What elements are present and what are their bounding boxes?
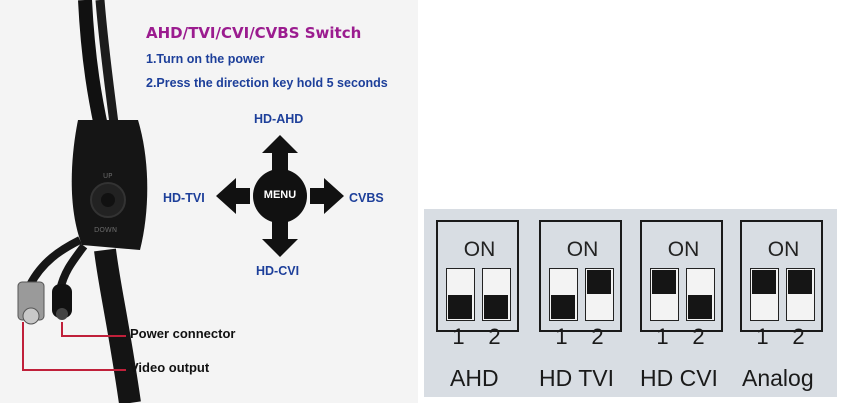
switch-title: AHD/TVI/CVI/CVBS Switch	[146, 24, 361, 42]
switch-number-2: 2	[684, 324, 713, 350]
mode-label: AHD	[450, 365, 499, 392]
dip-switch-frame: ON	[436, 220, 519, 332]
arrow-left-icon	[216, 178, 250, 214]
arrow-right-icon	[310, 178, 344, 214]
dip-switch-frame: ON	[539, 220, 622, 332]
video-output-label: Video output	[130, 360, 209, 375]
power-connector-label: Power connector	[130, 326, 235, 341]
switch-knob	[652, 270, 676, 294]
direction-down-label: HD-CVI	[256, 264, 299, 278]
dip-switch-frame: ON	[740, 220, 823, 332]
on-label: ON	[541, 238, 624, 262]
dip-group-hd-cvi: ON 1 2 HD CVI	[640, 220, 727, 362]
dip-group-analog: ON 1 2 Analog	[740, 220, 827, 362]
dip-switch-2	[482, 268, 511, 321]
dip-group-hd-tvi: ON 1 2 HD TVI	[539, 220, 626, 362]
switch-number-1: 1	[748, 324, 777, 350]
dip-switch-1	[549, 268, 578, 321]
dip-switch-1	[750, 268, 779, 321]
switch-knob	[587, 270, 611, 294]
arrow-down-icon	[262, 221, 298, 257]
dip-switch-frame: ON	[640, 220, 723, 332]
switch-knob	[688, 295, 712, 319]
switch-number-1: 1	[648, 324, 677, 350]
direction-up-label: HD-AHD	[254, 112, 303, 126]
dip-switch-1	[650, 268, 679, 321]
dip-switch-1	[446, 268, 475, 321]
on-label: ON	[438, 238, 521, 262]
switch-knob	[484, 295, 508, 319]
dip-group-ahd: ON 1 2 AHD	[436, 220, 523, 362]
on-label: ON	[742, 238, 825, 262]
switch-number-2: 2	[583, 324, 612, 350]
mode-label: Analog	[742, 365, 814, 392]
direction-left-label: HD-TVI	[163, 191, 205, 205]
dip-switch-photo: ON 1 2 AHD ON 1 2 HD TVI ON 1 2 HD CVI O…	[424, 209, 837, 397]
direction-right-label: CVBS	[349, 191, 384, 205]
step-2-text: 2.Press the direction key hold 5 seconds	[146, 76, 388, 90]
switch-knob	[551, 295, 575, 319]
switch-knob	[752, 270, 776, 294]
mode-label: HD TVI	[539, 365, 614, 392]
switch-knob	[448, 295, 472, 319]
switch-number-1: 1	[547, 324, 576, 350]
switch-knob	[788, 270, 812, 294]
svg-text:UP: UP	[103, 172, 112, 180]
switch-number-1: 1	[444, 324, 473, 350]
svg-text:DOWN: DOWN	[94, 226, 117, 234]
switch-number-2: 2	[784, 324, 813, 350]
switch-number-2: 2	[480, 324, 509, 350]
dip-switch-2	[786, 268, 815, 321]
menu-button-label: MENU	[255, 189, 305, 201]
step-1-text: 1.Turn on the power	[146, 52, 265, 66]
camera-photo-panel: UP DOWN AHD/TVI/CVI/CVBS Switch 1.Turn o…	[0, 0, 418, 403]
arrow-up-icon	[262, 135, 298, 171]
on-label: ON	[642, 238, 725, 262]
dip-switch-2	[585, 268, 614, 321]
dip-switch-2	[686, 268, 715, 321]
mode-label: HD CVI	[640, 365, 718, 392]
